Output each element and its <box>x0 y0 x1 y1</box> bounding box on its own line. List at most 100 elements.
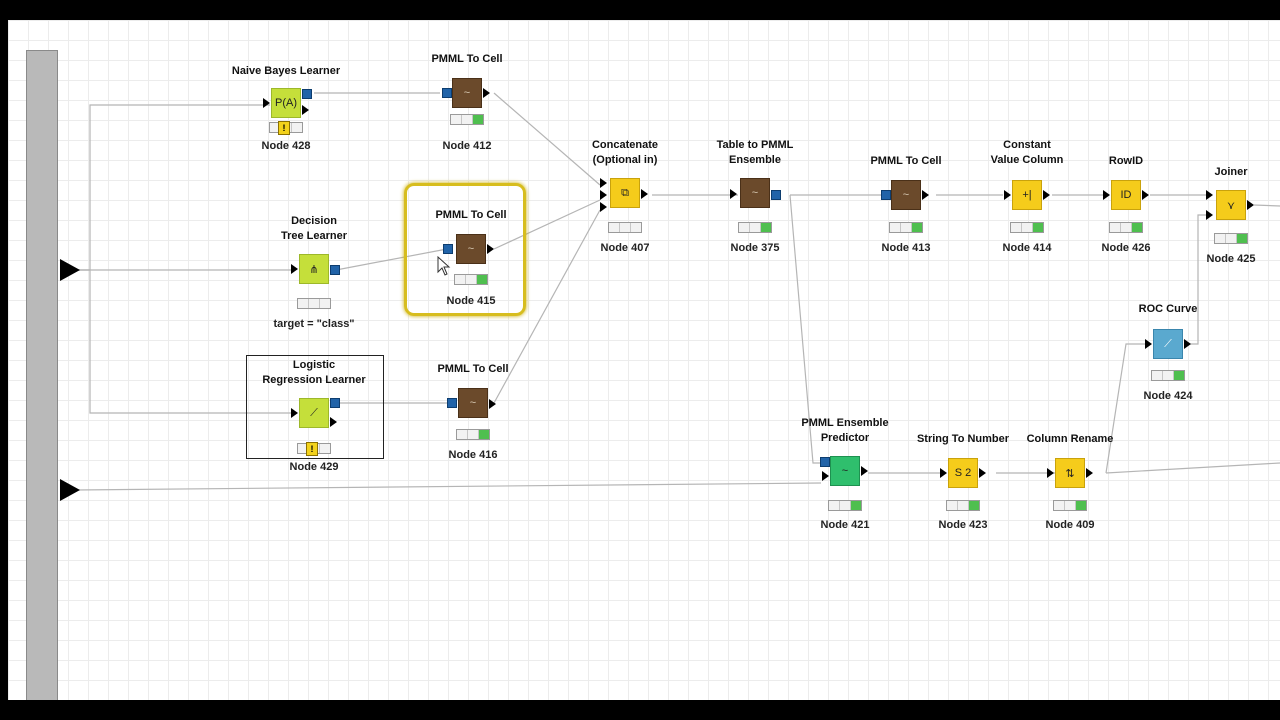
pmml-to-cell-icon[interactable]: ~ <box>458 388 488 418</box>
status-traffic-light <box>456 429 490 440</box>
input-port-pmml[interactable] <box>442 88 452 98</box>
output-port[interactable] <box>1184 339 1191 349</box>
roc-curve-icon[interactable]: ⟋ <box>1153 329 1183 359</box>
node-caption[interactable]: Node 424 <box>1143 390 1193 402</box>
status-traffic-light <box>946 500 980 511</box>
connection <box>493 209 601 404</box>
status-traffic-light <box>1053 500 1087 511</box>
joiner-icon[interactable]: ⋎ <box>1216 190 1246 220</box>
input-port[interactable] <box>1206 210 1213 220</box>
connection <box>1105 343 1148 474</box>
input-port-pmml[interactable] <box>443 244 453 254</box>
input-port[interactable] <box>263 98 270 108</box>
node-caption[interactable]: Node 421 <box>820 519 870 531</box>
output-port-pmml[interactable] <box>302 89 312 99</box>
mouse-cursor-icon <box>437 256 451 276</box>
naive-bayes-icon[interactable]: P(A) <box>271 88 301 118</box>
output-port[interactable] <box>487 244 494 254</box>
node-caption[interactable]: Node 423 <box>938 519 988 531</box>
input-port[interactable] <box>1206 190 1213 200</box>
decision-tree-icon[interactable]: ⋔ <box>299 254 329 284</box>
output-port[interactable] <box>861 466 868 476</box>
input-port[interactable] <box>600 178 607 188</box>
output-port[interactable] <box>1142 190 1149 200</box>
column-rename-icon[interactable]: ⇅ <box>1055 458 1085 488</box>
output-port[interactable] <box>922 190 929 200</box>
input-port[interactable] <box>1047 468 1054 478</box>
metanode-input-bar <box>26 50 58 700</box>
logistic-regression-icon[interactable]: ⟋ <box>299 398 329 428</box>
node-title: Concatenate (Optional in) <box>591 139 659 166</box>
connection <box>789 194 821 464</box>
node-caption[interactable]: Node 409 <box>1045 519 1095 531</box>
node-title: ROC Curve <box>1138 303 1198 315</box>
output-port[interactable] <box>979 468 986 478</box>
output-port[interactable] <box>1086 468 1093 478</box>
output-port[interactable] <box>641 189 648 199</box>
output-port[interactable] <box>489 399 496 409</box>
node-title: PMML To Cell <box>870 155 942 167</box>
input-port[interactable] <box>1103 190 1110 200</box>
constant-value-column-icon[interactable]: +| <box>1012 180 1042 210</box>
node-title: Naive Bayes Learner <box>231 65 341 77</box>
node-caption[interactable]: Node 412 <box>442 140 492 152</box>
status-traffic-light <box>1214 233 1248 244</box>
output-port-pmml[interactable] <box>330 398 340 408</box>
node-title: Constant Value Column <box>990 139 1064 166</box>
node-caption[interactable]: Node 414 <box>1002 242 1052 254</box>
node-title: String To Number <box>916 433 1010 445</box>
pmml-to-cell-icon[interactable]: ~ <box>456 234 486 264</box>
node-caption[interactable]: Node 429 <box>289 461 339 473</box>
node-title: PMML To Cell <box>431 53 503 65</box>
input-port-pmml[interactable] <box>881 190 891 200</box>
connection <box>75 482 822 491</box>
output-port[interactable] <box>1247 200 1254 210</box>
input-port[interactable] <box>730 189 737 199</box>
selection-highlight <box>404 183 526 316</box>
output-port[interactable] <box>330 417 337 427</box>
node-caption[interactable]: Node 415 <box>446 295 496 307</box>
node-caption[interactable]: Node 375 <box>730 242 780 254</box>
status-traffic-light <box>828 500 862 511</box>
input-port[interactable] <box>600 202 607 212</box>
node-caption[interactable]: Node 416 <box>448 449 498 461</box>
metanode-input-port[interactable] <box>60 479 80 501</box>
pmml-to-cell-icon[interactable]: ~ <box>452 78 482 108</box>
input-port-pmml[interactable] <box>447 398 457 408</box>
node-caption[interactable]: target = "class" <box>273 318 355 330</box>
input-port[interactable] <box>1004 190 1011 200</box>
node-caption[interactable]: Node 425 <box>1206 253 1256 265</box>
output-port[interactable] <box>483 88 490 98</box>
status-traffic-light <box>1109 222 1143 233</box>
concatenate-icon[interactable]: ⧉ <box>610 178 640 208</box>
status-traffic-light <box>450 114 484 125</box>
node-caption[interactable]: Node 407 <box>600 242 650 254</box>
input-port[interactable] <box>940 468 947 478</box>
input-port[interactable] <box>291 264 298 274</box>
output-port-pmml[interactable] <box>330 265 340 275</box>
node-caption[interactable]: Node 413 <box>881 242 931 254</box>
table-to-pmml-ensemble-icon[interactable]: ~ <box>740 178 770 208</box>
pmml-ensemble-predictor-icon[interactable]: ~ <box>830 456 860 486</box>
output-port-pmml[interactable] <box>771 190 781 200</box>
connection <box>76 104 270 271</box>
node-title: RowID <box>1108 155 1144 167</box>
input-port[interactable] <box>1145 339 1152 349</box>
output-port[interactable] <box>1043 190 1050 200</box>
input-port[interactable] <box>291 408 298 418</box>
output-port[interactable] <box>302 105 309 115</box>
rowid-icon[interactable]: ID <box>1111 180 1141 210</box>
status-traffic-light <box>1151 370 1185 381</box>
connection <box>493 92 601 186</box>
warning-icon: ! <box>278 121 290 135</box>
string-to-number-icon[interactable]: S 2 <box>948 458 978 488</box>
node-caption[interactable]: Node 428 <box>261 140 311 152</box>
metanode-input-port[interactable] <box>60 259 80 281</box>
input-port[interactable] <box>600 190 607 200</box>
connection <box>493 199 601 250</box>
workflow-canvas[interactable]: Naive Bayes Learner P(A) ! Node 428 PMML… <box>8 20 1280 700</box>
input-port-pmml[interactable] <box>820 457 830 467</box>
input-port[interactable] <box>822 471 829 481</box>
node-caption[interactable]: Node 426 <box>1101 242 1151 254</box>
pmml-to-cell-icon[interactable]: ~ <box>891 180 921 210</box>
